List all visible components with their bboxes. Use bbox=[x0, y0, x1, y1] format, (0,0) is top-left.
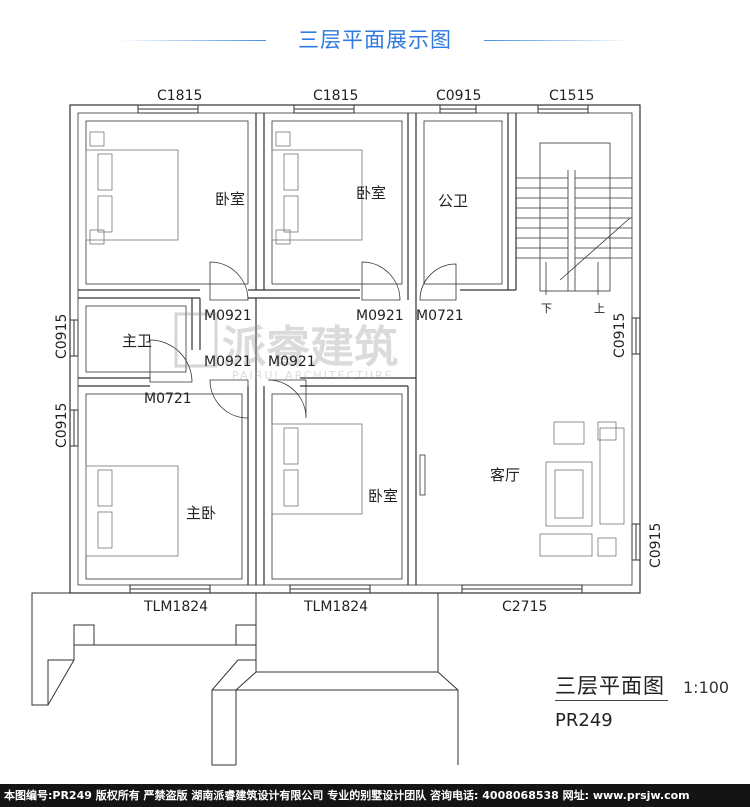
header-line-right bbox=[484, 40, 632, 41]
header-line-left bbox=[118, 40, 266, 41]
watermark: 派睿建筑 PAIRUI ARCHITECTURE bbox=[174, 312, 398, 382]
room-label: 卧室 bbox=[368, 487, 398, 505]
room-label: 客厅 bbox=[490, 466, 520, 484]
floor-plan: 派睿建筑 PAIRUI ARCHITECTURE C1815 C1815 C09… bbox=[31, 88, 664, 766]
window-label: C0915 bbox=[612, 313, 628, 358]
door-label: TLM1824 bbox=[303, 599, 368, 615]
room-label: 主卧 bbox=[186, 504, 216, 522]
window-label: C0915 bbox=[648, 523, 664, 568]
stair-up-label: 上 bbox=[594, 302, 605, 315]
window-label: C1815 bbox=[313, 88, 358, 104]
room-label: 卧室 bbox=[215, 190, 245, 208]
title-block: 三层平面图 1:100 PR249 bbox=[555, 670, 729, 731]
window-label: C1815 bbox=[157, 88, 202, 104]
window-label: C2715 bbox=[502, 599, 547, 615]
window-label: C0915 bbox=[54, 403, 70, 448]
door-label: M0721 bbox=[416, 308, 464, 324]
door-label: M0721 bbox=[144, 391, 192, 407]
room-label: 主卫 bbox=[122, 332, 152, 350]
room-label: 公卫 bbox=[438, 192, 468, 210]
page-title: 三层平面展示图 bbox=[298, 28, 452, 52]
footer-bar: 本图编号:PR249 版权所有 严禁盗版 湖南派睿建筑设计有限公司 专业的别墅设… bbox=[0, 784, 750, 807]
header: 三层平面展示图 bbox=[0, 14, 750, 54]
room-label: 卧室 bbox=[356, 184, 386, 202]
door-label: M0921 bbox=[204, 354, 252, 370]
window-label: C0915 bbox=[436, 88, 481, 104]
door-label: M0921 bbox=[204, 308, 252, 324]
title-underline bbox=[555, 700, 668, 701]
door-label: M0921 bbox=[268, 354, 316, 370]
window-label: C0915 bbox=[54, 314, 70, 359]
stair-down-label: 下 bbox=[541, 302, 552, 315]
window-label: C1515 bbox=[549, 88, 594, 104]
drawing-scale: 1:100 bbox=[683, 678, 730, 697]
watermark-sub: PAIRUI ARCHITECTURE bbox=[232, 369, 394, 382]
watermark-main: 派睿建筑 bbox=[222, 322, 398, 373]
door-label: M0921 bbox=[356, 308, 404, 324]
drawing-title: 三层平面图 bbox=[555, 674, 665, 698]
drawing-code: PR249 bbox=[555, 710, 613, 731]
door-label: TLM1824 bbox=[143, 599, 208, 615]
